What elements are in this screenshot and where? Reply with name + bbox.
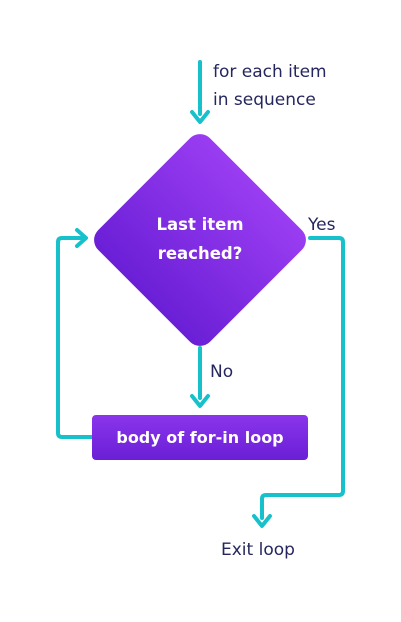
exit-label: Exit loop bbox=[221, 540, 295, 560]
yes-label: Yes bbox=[308, 215, 336, 235]
no-arrow bbox=[190, 346, 210, 408]
entry-label: for each item in sequence bbox=[213, 58, 373, 114]
entry-arrow bbox=[190, 60, 210, 124]
entry-label-line-2: in sequence bbox=[213, 90, 316, 110]
decision-label-line-2: reached? bbox=[157, 244, 243, 263]
decision-diamond bbox=[94, 134, 306, 346]
process-box: body of for-in loop bbox=[92, 415, 308, 460]
decision-label-line-1: Last item bbox=[156, 215, 244, 234]
loop-back-arrow bbox=[56, 228, 94, 439]
no-label: No bbox=[210, 362, 234, 382]
decision-label: Last item reached? bbox=[120, 210, 280, 268]
process-label: body of for-in loop bbox=[116, 428, 284, 447]
yes-arrow bbox=[252, 236, 345, 528]
entry-label-line-1: for each item bbox=[213, 62, 327, 82]
